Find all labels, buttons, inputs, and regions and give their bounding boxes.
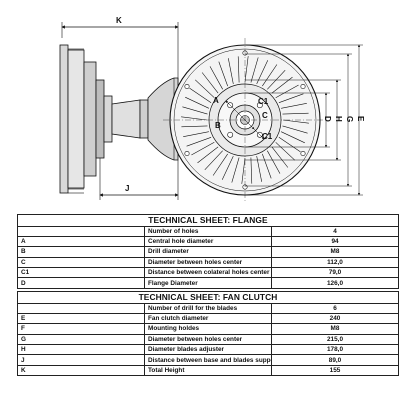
- table-row: Number of holes 4: [17, 225, 399, 237]
- row-value: M8: [271, 246, 399, 258]
- dim-label-h: H: [334, 116, 343, 122]
- table-row: J Distance between base and blades suppo…: [17, 354, 399, 366]
- table-row: C1 Distance between colateral holes cent…: [17, 267, 399, 279]
- table-row: C Diameter between holes center 112,0: [17, 256, 399, 269]
- row-value: 215,0: [271, 333, 399, 346]
- side-view: [59, 22, 179, 200]
- dim-label-a: A: [213, 96, 219, 105]
- dim-label-g: G: [345, 116, 354, 122]
- row-label: Central hole diameter: [144, 235, 272, 248]
- table-row: G Diameter between holes center 215,0: [17, 333, 399, 346]
- dim-label-c1-top: C1: [258, 97, 269, 106]
- row-code: D: [17, 277, 145, 289]
- table-row: D Flange Diameter 126,0: [17, 277, 399, 289]
- row-value: 89,0: [271, 354, 399, 366]
- row-value: 79,0: [271, 267, 399, 279]
- row-value: 112,0: [271, 256, 399, 269]
- row-label: Diameter between holes center: [144, 256, 272, 269]
- table-row: K Total Height 155: [17, 364, 399, 377]
- row-code: C1: [17, 267, 145, 279]
- fan-clutch-table: TECHNICAL SHEET: FAN CLUTCH Number of dr…: [17, 291, 399, 377]
- row-code: A: [17, 235, 145, 248]
- row-value: M8: [271, 323, 399, 335]
- dim-label-c1-bottom: C1: [262, 132, 273, 141]
- row-code: [17, 302, 145, 314]
- row-label: Total Height: [144, 364, 272, 377]
- row-code: J: [17, 354, 145, 366]
- row-label: Flange Diameter: [144, 277, 272, 289]
- row-label: Distance between base and blades support: [144, 354, 272, 366]
- row-label: Diameter between holes center: [144, 333, 272, 346]
- flange-table-title: TECHNICAL SHEET: FLANGE: [17, 214, 399, 227]
- table-row: B Drill diameter M8: [17, 246, 399, 258]
- fan-clutch-drawing: K J: [59, 16, 365, 202]
- dim-label-d: D: [323, 116, 332, 122]
- row-code: F: [17, 323, 145, 335]
- row-label: Drill diameter: [144, 246, 272, 258]
- row-label: Number of drill for the blades: [144, 302, 272, 314]
- dim-label-j: J: [125, 184, 129, 193]
- row-code: C: [17, 256, 145, 269]
- row-value: 6: [271, 302, 399, 314]
- row-code: K: [17, 364, 145, 377]
- row-code: E: [17, 312, 145, 325]
- row-value: 155: [271, 364, 399, 377]
- row-code: H: [17, 344, 145, 356]
- front-view: [163, 38, 363, 202]
- row-label: Number of holes: [144, 225, 272, 237]
- table-row: E Fan clutch diameter 240: [17, 312, 399, 325]
- fan-clutch-table-title: TECHNICAL SHEET: FAN CLUTCH: [17, 291, 399, 304]
- table-row: A Central hole diameter 94: [17, 235, 399, 248]
- dim-label-b: B: [215, 121, 221, 130]
- row-value: 178,0: [271, 344, 399, 356]
- flange-table: TECHNICAL SHEET: FLANGE Number of holes …: [17, 214, 399, 289]
- dim-label-k: K: [116, 16, 122, 25]
- row-code: [17, 225, 145, 237]
- row-label: Mounting holdes: [144, 323, 272, 335]
- row-value: 240: [271, 312, 399, 325]
- row-value: 4: [271, 225, 399, 237]
- table-row: H Diameter blades adjuster 178,0: [17, 344, 399, 356]
- dim-label-c: C: [262, 111, 268, 120]
- row-code: G: [17, 333, 145, 346]
- row-value: 94: [271, 235, 399, 248]
- row-label: Diameter blades adjuster: [144, 344, 272, 356]
- dim-label-e: E: [356, 116, 365, 122]
- table-row: F Mounting holdes M8: [17, 323, 399, 335]
- row-value: 126,0: [271, 277, 399, 289]
- row-code: B: [17, 246, 145, 258]
- table-row: Number of drill for the blades 6: [17, 302, 399, 314]
- row-label: Fan clutch diameter: [144, 312, 272, 325]
- row-label: Distance between colateral holes center: [144, 267, 272, 279]
